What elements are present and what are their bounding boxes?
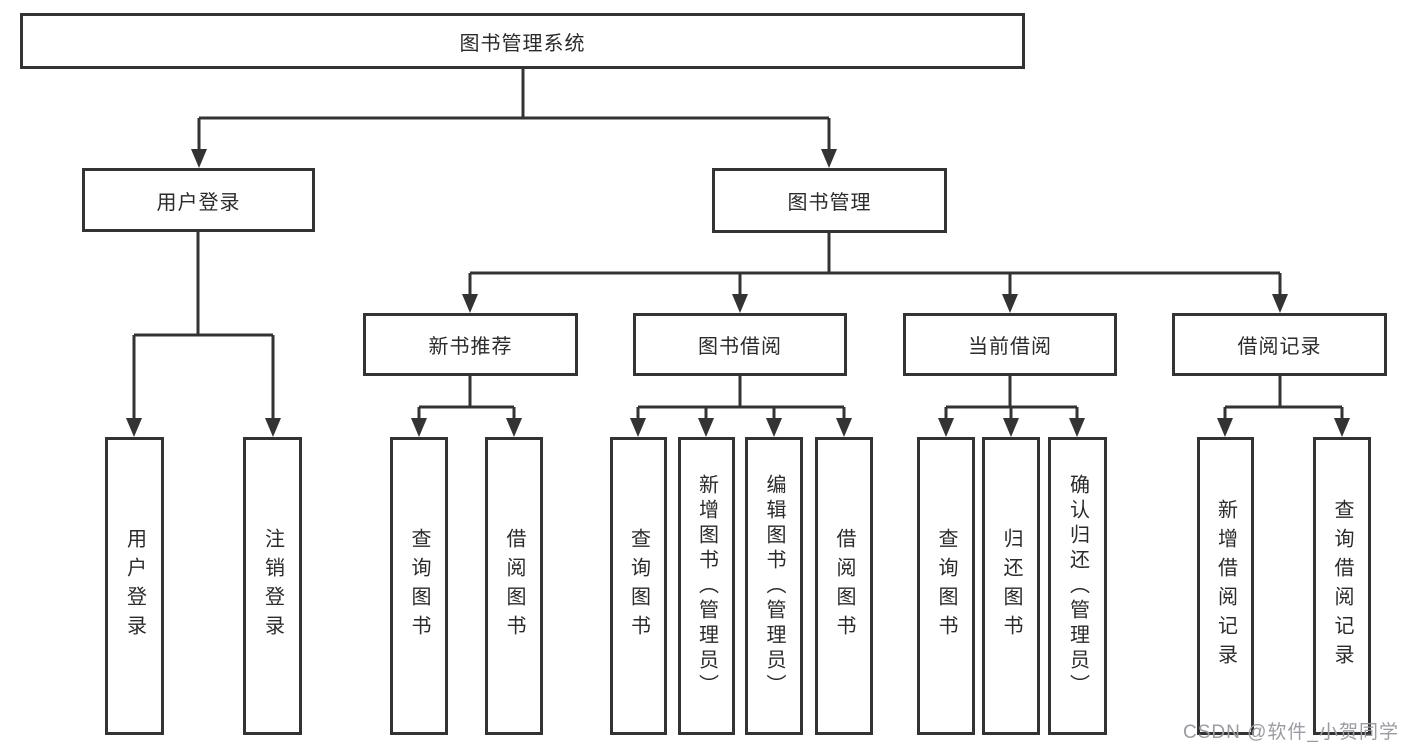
leaf-confirm-return-admin: 确认归还（管理员）: [1048, 437, 1107, 735]
leaf-user-login: 用户登录: [105, 437, 164, 735]
connector-borrow-records-children: [1217, 376, 1350, 437]
connector-user-login-children: [126, 232, 281, 437]
leaf-query-borrow-record: 查询借阅记录: [1313, 437, 1371, 735]
node-borrow-records: 借阅记录: [1172, 313, 1387, 376]
node-book-management: 图书管理: [712, 168, 947, 233]
node-new-book-recommend: 新书推荐: [363, 313, 578, 376]
csdn-watermark: CSDN @软件_小贺同学: [1183, 722, 1399, 743]
leaf-label: 注销登录: [261, 528, 284, 644]
leaf-label: 查询图书: [935, 528, 957, 644]
leaf-label: 新增图书（管理员）: [695, 473, 718, 699]
leaf-logout: 注销登录: [243, 437, 302, 735]
leaf-label: 借阅图书: [503, 528, 525, 644]
leaf-label: 归还图书: [1000, 528, 1022, 644]
connector-current-borrowing-children: [938, 376, 1085, 437]
leaf-edit-books-admin: 编辑图书（管理员）: [745, 437, 803, 735]
leaf-label: 查询借阅记录: [1331, 499, 1353, 673]
node-current-borrowing: 当前借阅: [903, 313, 1117, 376]
leaf-query-books-recommend: 查询图书: [390, 437, 448, 735]
leaf-label: 确认归还（管理员）: [1066, 473, 1089, 699]
connector-book-management-children: [462, 233, 1288, 313]
leaf-label: 借阅图书: [833, 528, 855, 644]
leaf-label: 用户登录: [123, 528, 146, 644]
leaf-label: 编辑图书（管理员）: [763, 473, 785, 699]
node-library-management-system: 图书管理系统: [20, 13, 1025, 69]
leaf-add-borrow-record: 新增借阅记录: [1197, 437, 1254, 735]
leaf-label: 查询图书: [408, 528, 430, 644]
leaf-query-books-current: 查询图书: [917, 437, 975, 735]
node-book-borrowing: 图书借阅: [633, 313, 847, 376]
leaf-borrow-books-recommend: 借阅图书: [485, 437, 543, 735]
leaf-label: 新增借阅记录: [1214, 499, 1237, 673]
connector-book-borrowing-children: [630, 376, 852, 437]
leaf-add-books-admin: 新增图书（管理员）: [678, 437, 735, 735]
node-user-login: 用户登录: [82, 168, 315, 232]
connector-new-book-children: [411, 376, 522, 437]
leaf-label: 查询图书: [627, 528, 650, 644]
leaf-return-books: 归还图书: [982, 437, 1040, 735]
leaf-borrow-books-borrowing: 借阅图书: [815, 437, 873, 735]
connector-root-to-level2: [191, 69, 837, 168]
leaf-query-books-borrowing: 查询图书: [610, 437, 667, 735]
